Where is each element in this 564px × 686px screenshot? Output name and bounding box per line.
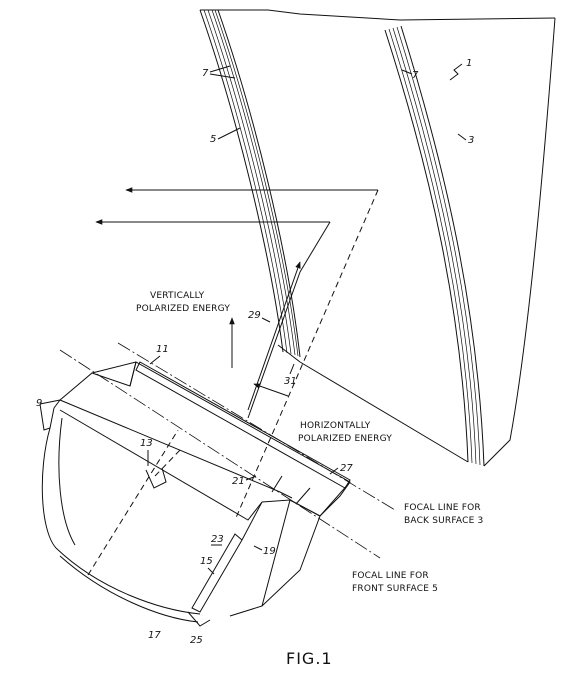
ref-29: 29	[248, 310, 261, 321]
horizontal-energy-label-line2: POLARIZED ENERGY	[298, 434, 392, 444]
ref-25: 25	[190, 635, 203, 646]
ref-5: 5	[210, 134, 216, 145]
ref-9: 9	[36, 398, 42, 409]
ref-19: 19	[263, 546, 276, 557]
ref-27: 27	[340, 463, 353, 474]
ray-paths	[87, 187, 379, 576]
ref-1: 1	[466, 58, 472, 69]
ref-7-front: 7	[202, 68, 209, 79]
ref-7-back: 7	[412, 70, 419, 81]
ref-21: 21	[232, 476, 245, 487]
ref-15: 15	[200, 556, 213, 567]
feed-horn	[39, 361, 351, 627]
focal-lines	[59, 342, 396, 559]
reference-numerals: 1 3 5 7 7 9 11 13 15 17 19 21 23 25 27 2…	[36, 58, 474, 646]
ref-31: 31	[284, 376, 297, 387]
ref-17: 17	[148, 630, 161, 641]
ref-3: 3	[468, 135, 474, 146]
horizontal-energy-label-line1: HORIZONTALLY	[300, 421, 371, 431]
reflector-assembly	[199, 9, 556, 467]
focal-back-label-line2: BACK SURFACE 3	[404, 516, 483, 526]
ref-23: 23	[211, 534, 224, 545]
figure-caption: FIG.1	[286, 649, 333, 668]
ref-13: 13	[140, 438, 153, 449]
vertical-energy-label-line2: POLARIZED ENERGY	[136, 304, 230, 314]
focal-back-label-line1: FOCAL LINE FOR	[404, 503, 481, 513]
ref-11: 11	[156, 344, 169, 355]
focal-front-label-line1: FOCAL LINE FOR	[352, 571, 429, 581]
energy-labels: VERTICALLY POLARIZED ENERGY HORIZONTALLY…	[136, 291, 483, 594]
focal-front-label-line2: FRONT SURFACE 5	[352, 584, 438, 594]
vertical-energy-label-line1: VERTICALLY	[150, 291, 205, 301]
